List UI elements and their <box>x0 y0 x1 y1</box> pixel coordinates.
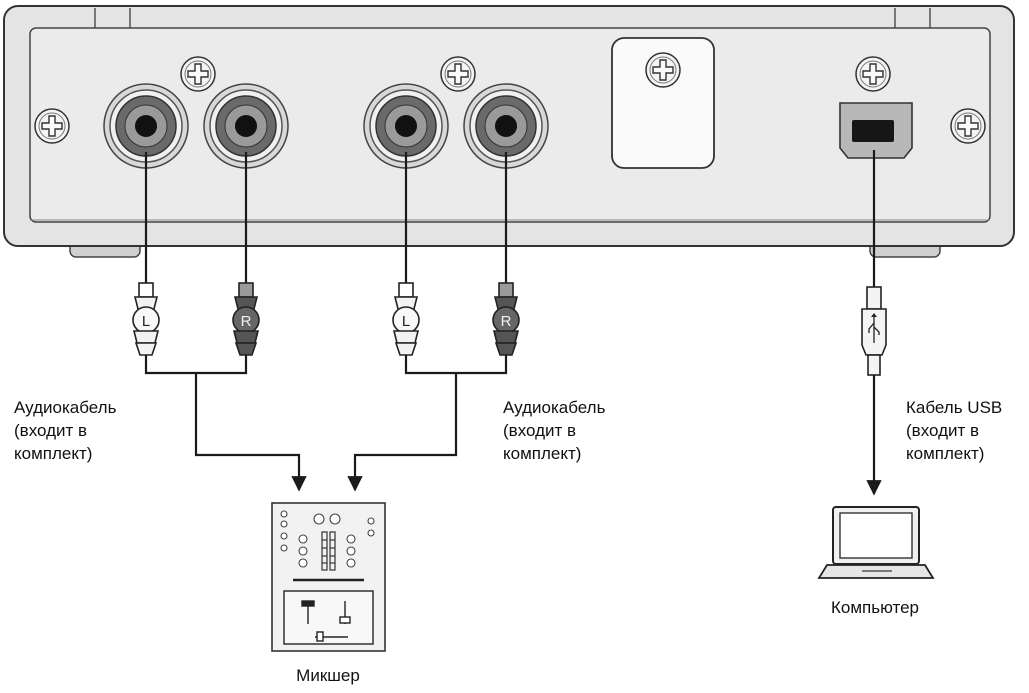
label-line: (входит в <box>906 421 980 440</box>
audio-cable-label-right: Аудиокабель (входит в комплект) <box>503 396 605 465</box>
label-line: комплект) <box>906 444 985 463</box>
label-line: комплект) <box>503 444 582 463</box>
label-line: (входит в <box>503 421 577 440</box>
screw-icon <box>180 56 216 92</box>
mixer-icon <box>271 502 386 652</box>
audio-cable-label-left: Аудиокабель (входит в комплект) <box>14 396 116 465</box>
cover-plate <box>611 37 715 169</box>
label-line: Кабель USB <box>906 398 1003 417</box>
mixer-label: Микшер <box>296 666 360 685</box>
rca-plug-icon: R <box>232 282 260 356</box>
laptop-icon <box>817 506 935 579</box>
usb-plug-icon <box>861 286 887 376</box>
rca-plug-icon: L <box>132 282 160 356</box>
plug-label-right: R <box>501 313 512 330</box>
plug-label-left: L <box>142 313 150 330</box>
cables-lower <box>144 355 882 496</box>
label-line: Аудиокабель <box>503 398 606 417</box>
label-line: комплект) <box>14 444 93 463</box>
usb-b-port-icon <box>839 102 913 159</box>
label-line: Аудиокабель <box>14 398 117 417</box>
device-rear-panel <box>3 5 1015 258</box>
plug-label-left: L <box>402 313 410 330</box>
rca-plug-icon: L <box>392 282 420 356</box>
computer-label: Компьютер <box>831 598 919 617</box>
cables-upper <box>144 150 876 287</box>
plug-label-right: R <box>241 313 252 330</box>
screw-icon <box>440 56 476 92</box>
screw-icon <box>950 108 986 144</box>
rca-plug-icon: R <box>492 282 520 356</box>
screw-icon <box>855 56 891 92</box>
label-line: (входит в <box>14 421 88 440</box>
usb-cable-label: Кабель USB (входит в комплект) <box>906 396 1002 465</box>
screw-icon <box>34 108 70 144</box>
